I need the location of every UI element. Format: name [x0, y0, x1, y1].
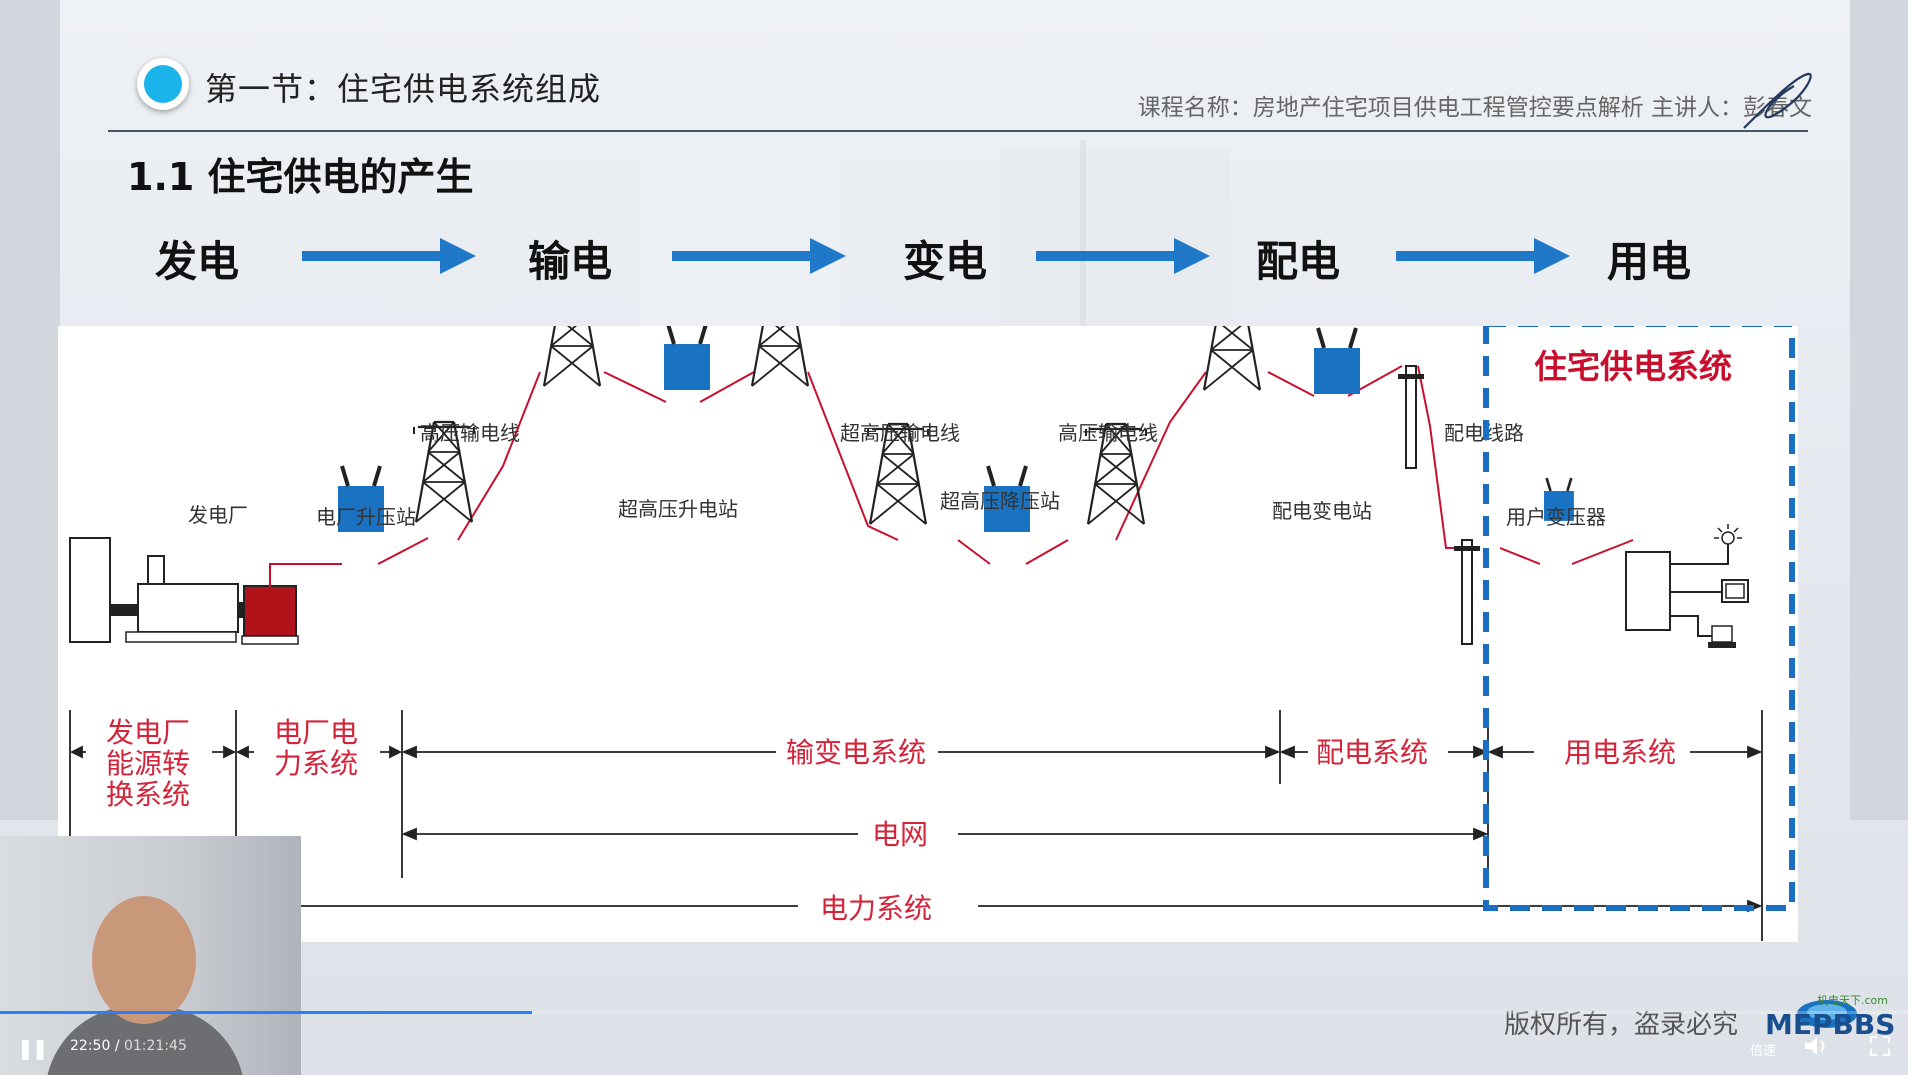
span-label-distribution: 配电系统 [1316, 736, 1428, 769]
transmission-tower-icon [748, 326, 812, 388]
flow-arrow-icon [672, 238, 846, 274]
progress-fill[interactable] [0, 1011, 533, 1014]
svg-text:MEPBBS: MEPBBS [1765, 1008, 1895, 1041]
label-hv-line-1: 高压输电线 [420, 421, 520, 445]
flow-arrow-icon [1396, 238, 1570, 274]
fullscreen-icon[interactable] [1868, 1034, 1892, 1058]
flow-step-distribution: 配电 [1256, 237, 1341, 286]
flow-step-transmission: 输电 [528, 237, 613, 286]
transmission-tower-icon [1200, 326, 1264, 392]
section-title: 第一节：住宅供电系统组成 [205, 70, 602, 108]
label-distribution-substation: 配电变电站 [1272, 499, 1372, 523]
label-user-transformer: 用户变压器 [1506, 505, 1606, 529]
label-ehv-line: 超高压输电线 [840, 421, 960, 445]
distribution-pole-icon [1398, 365, 1424, 469]
label-hv-line-2: 高压输电线 [1058, 421, 1158, 445]
label-ehv-step-down-station: 超高压降压站 [940, 489, 1060, 513]
progress-track[interactable] [0, 1011, 1908, 1014]
flow-arrow-icon [302, 238, 476, 274]
course-info: 课程名称：房地产住宅项目供电工程管控要点解析 主讲人：彭春文 [1137, 95, 1812, 121]
power-plant-icon [69, 537, 299, 645]
copyright-notice: 版权所有，盗录必究 [1504, 1010, 1739, 1040]
span-label-plant-power-1: 电厂电 [274, 716, 358, 749]
transmission-tower-icon [540, 326, 604, 388]
label-ehv-step-up-station: 超高压升电站 [618, 497, 738, 521]
span-markers [69, 710, 1763, 941]
transmission-lines [269, 365, 1634, 588]
lamp-icon [1714, 524, 1742, 545]
span-label-plant-power-2: 力系统 [274, 747, 358, 780]
header-bullet-icon [137, 58, 189, 110]
presenter-video[interactable] [0, 836, 301, 1075]
current-time: 22:50 [70, 1038, 111, 1054]
span-label-energy-conversion-1: 发电厂 [106, 716, 190, 749]
pause-button[interactable]: ❚❚ [17, 1036, 48, 1060]
svg-text:机电天下.com: 机电天下.com [1817, 993, 1888, 1007]
total-time: 01:21:45 [123, 1038, 187, 1054]
volume-icon[interactable] [1802, 1034, 1830, 1058]
residence-load-icon [1625, 544, 1749, 648]
span-label-grid: 电网 [872, 818, 928, 851]
distribution-transformer-icon [1312, 326, 1362, 396]
span-label-energy-conversion-2: 能源转 [106, 747, 190, 780]
span-label-power-system: 电力系统 [820, 892, 932, 925]
distribution-pole-icon [1454, 539, 1480, 645]
ehv-step-up-transformer-icon [662, 326, 712, 392]
span-label-energy-conversion-3: 换系统 [106, 778, 190, 811]
label-step-up-station: 电厂升压站 [316, 505, 416, 529]
playback-time: 22:50 / 01:21:45 [70, 1038, 187, 1054]
residential-system-highlight [1483, 326, 1795, 911]
flow-step-transformation: 变电 [903, 237, 988, 286]
header-divider [108, 130, 1808, 132]
flow-step-consumption: 用电 [1607, 237, 1692, 286]
signature-icon [1743, 72, 1812, 129]
speed-button[interactable]: 倍速 [1750, 1044, 1777, 1059]
span-label-transmission: 输变电系统 [786, 736, 926, 769]
power-system-diagram: 发电厂 电厂升压站 高压输电线 超高压升电站 超高压输电线 超高压降压站 高压输… [58, 326, 1798, 942]
mepbbs-logo: 机电天下.com MEPBBS [1765, 993, 1895, 1041]
label-power-plant: 发电厂 [188, 503, 248, 527]
span-label-consumption: 用电系统 [1564, 736, 1676, 769]
residential-system-title: 住宅供电系统 [1534, 347, 1732, 386]
slide-heading: 1.1 住宅供电的产生 [127, 155, 474, 199]
flow-arrow-icon [1036, 238, 1210, 274]
flow-step-generation: 发电 [155, 237, 240, 286]
